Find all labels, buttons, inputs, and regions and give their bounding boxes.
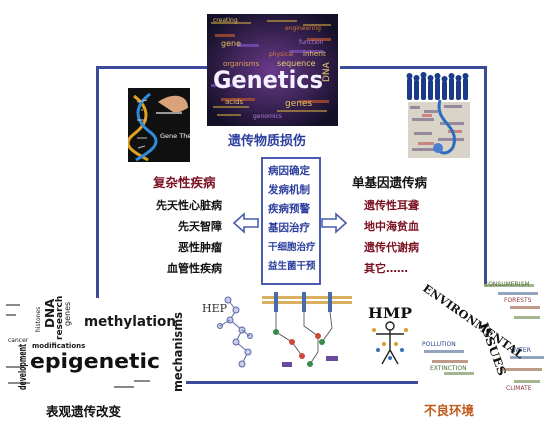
complex-disease-list: 先天性心脏病 先天智障 恶性肿瘤 血管性疾病 [132, 195, 222, 279]
hep-label: HEP [202, 302, 228, 315]
hmp-art: HMP [368, 306, 413, 365]
left-arrow-icon [232, 212, 259, 234]
frame-top-left [96, 66, 210, 69]
top-word-1: engineering [285, 25, 321, 32]
environmental-word-cloud: CONSUMERISM FORESTS POLLUTION EXTINCTION… [414, 276, 554, 398]
top-word-6: organisms [223, 60, 260, 68]
epigenetic-word-cloud-art: DNA research genes histones modification… [6, 296, 185, 392]
center-item: 基因治疗 [268, 222, 310, 234]
population-image [404, 72, 474, 164]
hmp-label: HMP [368, 306, 413, 322]
epi-word-6: research [55, 296, 65, 340]
hep-molecule-image: HEP [200, 292, 262, 372]
epigenetic-word-cloud: DNA research genes histones modification… [4, 296, 188, 394]
frame-top-right [340, 66, 486, 69]
genetic-damage-caption: 遗传物质损伤 [228, 134, 307, 149]
epi-word-0: epigenetic [30, 349, 160, 373]
epi-word-4: modifications [32, 342, 85, 350]
hep-molecule-art: HEP [202, 296, 253, 368]
right-arrow-icon [321, 212, 348, 234]
dna-helix-icon: Gene Therapy [128, 88, 190, 162]
center-item: 发病机制 [268, 184, 310, 196]
env-word-4: POLLUTION [422, 341, 456, 348]
complex-disease-item: 血管性疾病 [167, 262, 222, 275]
epi-word-1: methylation [84, 314, 176, 330]
env-word-5: EXTINCTION [430, 365, 467, 372]
monogenic-disease-item: 遗传代谢病 [364, 241, 419, 254]
gene-therapy-image: Gene Therapy [128, 88, 190, 162]
top-word-5: inherit [303, 50, 326, 58]
top-word-4: physical [269, 51, 294, 58]
env-word-7: CLIMATE [506, 385, 532, 392]
top-word-9: acids [225, 98, 244, 106]
top-word-2: gene [221, 39, 241, 48]
frame-left [96, 66, 99, 298]
env-word-2: CONSUMERISM [484, 281, 530, 288]
top-word-3: function [299, 39, 324, 46]
complex-disease-item: 先天智障 [178, 220, 222, 233]
complex-disease-item: 恶性肿瘤 [178, 241, 222, 254]
signaling-pathway-image [262, 292, 352, 376]
center-item: 益生菌干预 [268, 261, 316, 272]
monogenic-disease-item: 地中海贫血 [364, 220, 419, 233]
population-art [406, 72, 470, 158]
top-word-8: DNA [322, 61, 332, 82]
epi-word-3: development [16, 344, 29, 390]
env-word-6: WATER [510, 347, 531, 354]
env-word-3: FORESTS [504, 297, 532, 304]
top-word-10: genes [285, 99, 312, 109]
epi-word-9: cancer [8, 337, 29, 344]
genetics-word-cloud: creating engineering gene function physi… [207, 14, 338, 126]
epi-word-2: mechanisms [171, 312, 185, 392]
epi-word-7: genes [63, 302, 72, 326]
environment-caption: 不良环境 [424, 403, 475, 418]
environmental-word-cloud-art: CONSUMERISM FORESTS POLLUTION EXTINCTION… [420, 281, 544, 392]
center-item: 病因确定 [268, 165, 310, 177]
top-word-0: creating [213, 17, 238, 24]
center-item: 干细胞治疗 [268, 242, 316, 253]
signaling-pathway-art [262, 292, 352, 367]
epi-word-5: DNA [43, 298, 57, 328]
frame-bottom [186, 381, 418, 384]
monogenic-disease-heading: 单基因遗传病 [352, 175, 428, 190]
frame-right [484, 66, 487, 284]
top-word-11: genomics [253, 113, 282, 120]
genetics-word-cloud-art: creating engineering gene function physi… [207, 14, 338, 126]
monogenic-disease-item: 遗传性耳聋 [364, 199, 419, 212]
gene-therapy-badge: Gene Therapy [160, 132, 190, 140]
complex-disease-heading: 复杂性疾病 [153, 175, 216, 190]
monogenic-disease-item: 其它…… [364, 262, 408, 275]
top-word-7: sequence [277, 59, 316, 68]
complex-disease-item: 先天性心脏病 [156, 199, 222, 212]
hmp-image: HMP [364, 300, 416, 370]
epi-word-8: histones [35, 307, 42, 332]
monogenic-disease-list: 遗传性耳聋 地中海贫血 遗传代谢病 其它…… [364, 195, 454, 279]
research-directions-box: 病因确定 发病机制 疾病预警 基因治疗 干细胞治疗 益生菌干预 [261, 157, 321, 285]
epigenetic-caption: 表观遗传改变 [46, 404, 122, 419]
top-main-word: Genetics [213, 66, 323, 94]
center-item: 疾病预警 [268, 203, 310, 215]
